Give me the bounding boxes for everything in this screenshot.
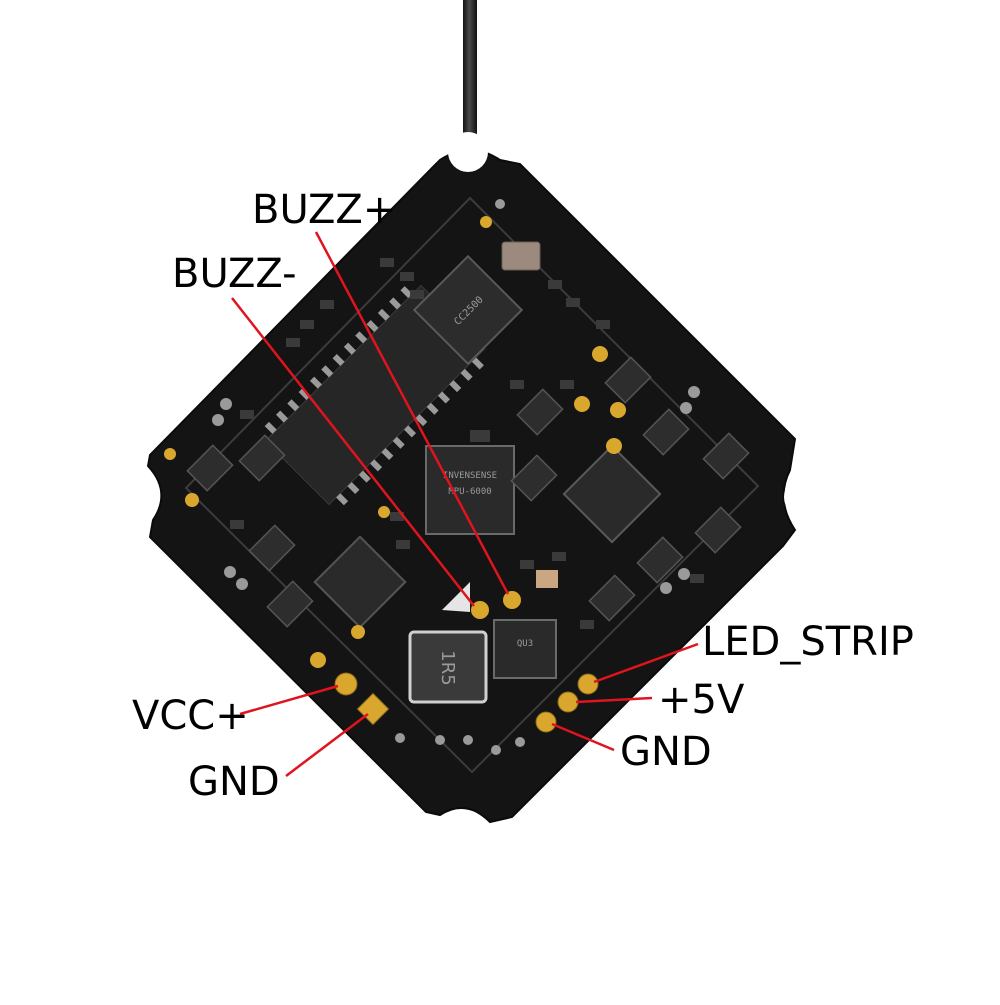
leader-gnd-left bbox=[285, 713, 369, 777]
svg-text:INVENSENSE: INVENSENSE bbox=[443, 471, 497, 481]
motor-solder-points bbox=[212, 199, 700, 755]
buzz-minus-label: BUZZ- bbox=[172, 251, 297, 297]
crystal-oscillator bbox=[501, 241, 541, 271]
gnd-left-label: GND bbox=[188, 759, 280, 805]
vcc-plus-label: VCC+ bbox=[132, 693, 249, 739]
notch-left bbox=[116, 472, 160, 516]
svg-text:MPU-6000: MPU-6000 bbox=[448, 487, 491, 497]
left-chip bbox=[313, 535, 407, 629]
leader-buzz-minus bbox=[231, 297, 475, 607]
notch-top bbox=[448, 132, 488, 172]
regulator-chip: QU3 bbox=[493, 619, 557, 679]
led-strip-label: LED_STRIP bbox=[702, 619, 914, 665]
leader-led-strip bbox=[593, 642, 699, 684]
right-chip bbox=[562, 444, 662, 544]
silkscreen-outline bbox=[184, 196, 760, 774]
solder-pads bbox=[164, 216, 626, 668]
notch-right bbox=[784, 475, 828, 519]
5v-pad bbox=[557, 691, 579, 713]
buzz-minus-pad bbox=[471, 601, 489, 619]
svg-text:1R5: 1R5 bbox=[437, 650, 458, 685]
leader-gnd-right bbox=[551, 722, 615, 752]
esc-chips bbox=[186, 356, 750, 628]
mcu-chip bbox=[264, 284, 486, 506]
imu-chip: INVENSENSE MPU-6000 bbox=[425, 445, 515, 535]
leader-vcc bbox=[239, 684, 339, 716]
passive-components bbox=[230, 258, 704, 629]
buzz-plus-pad bbox=[503, 591, 521, 609]
leader-lines bbox=[231, 231, 699, 777]
svg-text:QU3: QU3 bbox=[517, 639, 533, 649]
silkscreen-marker bbox=[442, 582, 470, 612]
inductor: 1R5 bbox=[408, 630, 488, 704]
plus-5v-label: +5V bbox=[658, 677, 745, 723]
buzz-plus-label: BUZZ+ bbox=[252, 187, 397, 233]
gnd-right-pad bbox=[535, 711, 557, 733]
tantalum-capacitor bbox=[536, 570, 558, 588]
gnd-right-label: GND bbox=[620, 729, 712, 775]
notch-bottom bbox=[446, 810, 486, 850]
vcc-pad bbox=[334, 672, 358, 696]
leader-buzz-plus bbox=[314, 231, 510, 595]
rx-chip: CC2500 bbox=[412, 254, 524, 366]
leader-5v bbox=[575, 696, 653, 704]
led-strip-pad bbox=[577, 673, 599, 695]
